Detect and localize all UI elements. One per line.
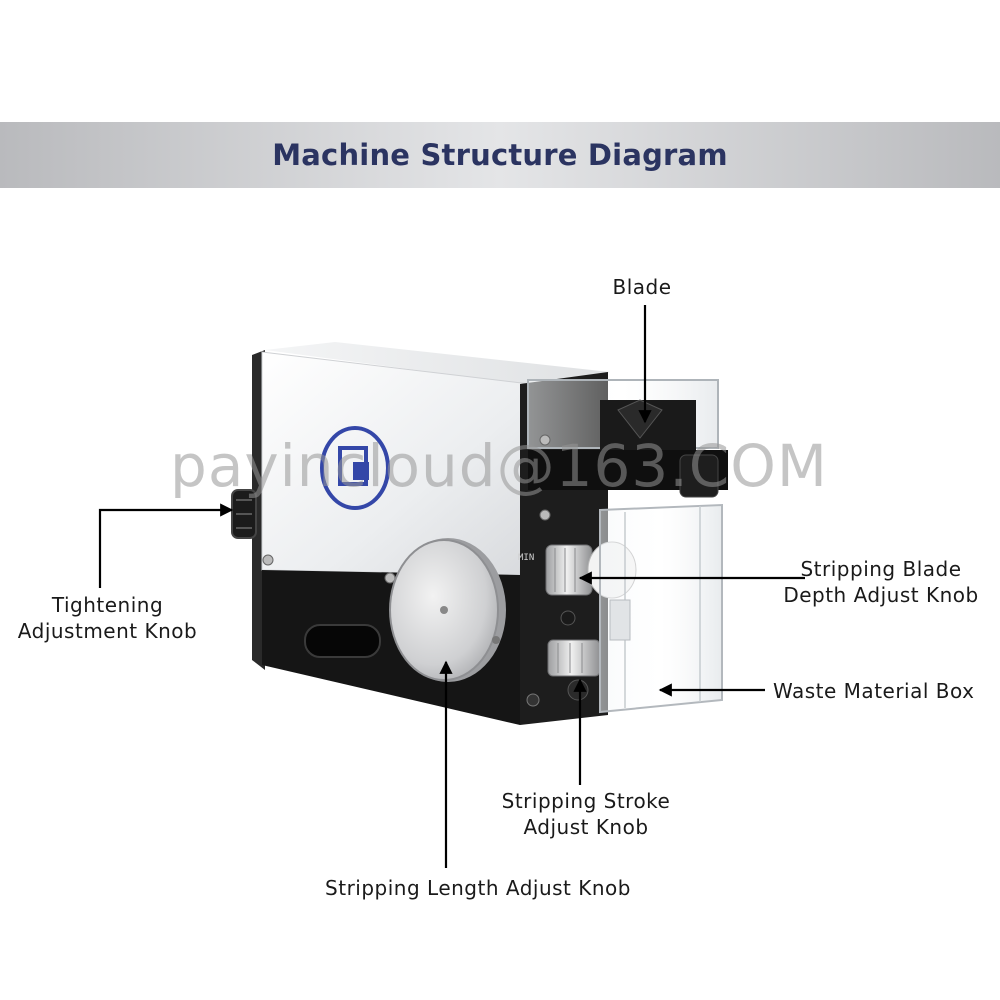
label-stroke-line2: Adjust Knob (523, 815, 649, 839)
callout-lines (98, 305, 805, 868)
label-tightening-line1: Tightening (51, 593, 164, 617)
label-stroke-knob: Stripping Stroke Adjust Knob (480, 788, 692, 840)
label-depth-line1: Stripping Blade (800, 557, 962, 581)
label-length-knob: Stripping Length Adjust Knob (325, 876, 631, 900)
panel-min-mark: MIN (518, 553, 534, 563)
title-banner: Machine Structure Diagram (0, 122, 1000, 188)
label-waste-box: Waste Material Box (773, 679, 975, 703)
page-title: Machine Structure Diagram (272, 138, 728, 172)
label-tightening-knob: Tightening Adjustment Knob (0, 592, 215, 644)
label-tightening-line2: Adjustment Knob (17, 619, 198, 643)
length-hand-wheel (389, 538, 506, 682)
label-depth-line2: Depth Adjust Knob (783, 583, 979, 607)
label-blade: Blade (612, 275, 672, 299)
blade-assembly (527, 379, 728, 521)
callout-tightening (98, 503, 234, 588)
watermark-text: payincloud@163.COM (170, 432, 828, 500)
label-depth-knob: Stripping Blade Depth Adjust Knob (770, 556, 992, 608)
waste-material-box (599, 503, 723, 714)
brand-logo (320, 426, 390, 510)
label-stroke-line1: Stripping Stroke (501, 789, 671, 813)
